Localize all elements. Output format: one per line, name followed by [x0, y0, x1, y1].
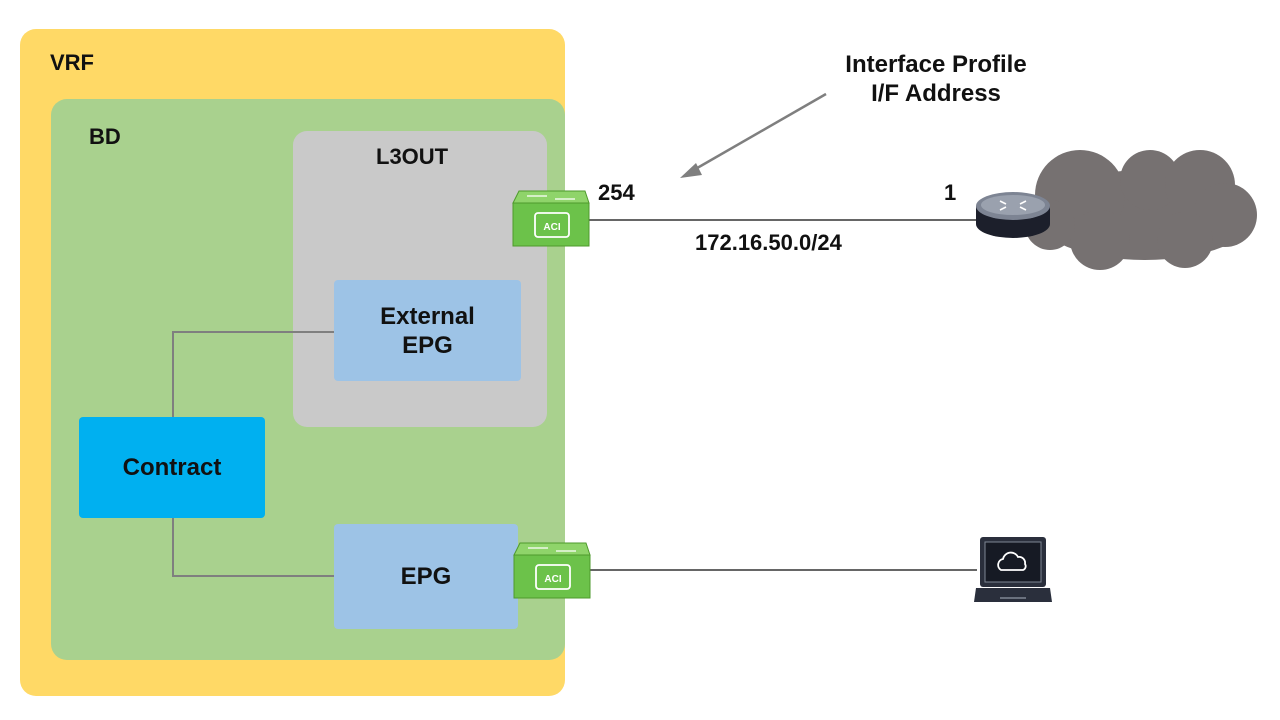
annotation-line1: Interface Profile: [845, 51, 1027, 78]
epg-label: EPG: [400, 563, 452, 590]
epg-link-line: [587, 569, 977, 571]
external-epg-box: External EPG: [334, 280, 521, 381]
contract-box: Contract: [79, 417, 265, 518]
wire-contract-external-epg-h: [172, 331, 336, 333]
external-epg-label-line2: EPG: [402, 331, 453, 359]
wire-contract-epg-h: [172, 575, 336, 577]
aci-badge-bottom: ACI: [544, 574, 561, 585]
epg-box: EPG: [334, 524, 518, 629]
bd-label: BD: [89, 124, 121, 149]
l3out-interface-address: 254: [598, 180, 635, 205]
annotation-line2: I/F Address: [871, 80, 1001, 107]
aci-badge-top: ACI: [543, 222, 560, 233]
wire-contract-external-epg-v: [172, 331, 174, 418]
interface-profile-annotation: Interface Profile I/F Address: [820, 50, 1052, 108]
router-interface-address: 1: [944, 180, 957, 205]
contract-label: Contract: [122, 454, 222, 481]
link-subnet: 172.16.50.0/24: [695, 230, 842, 255]
wire-contract-epg-v: [172, 517, 174, 577]
external-epg-label-line1: External: [380, 302, 475, 330]
l3out-link-line: [585, 219, 980, 221]
l3out-label: L3OUT: [376, 144, 449, 169]
vrf-label: VRF: [50, 50, 94, 75]
